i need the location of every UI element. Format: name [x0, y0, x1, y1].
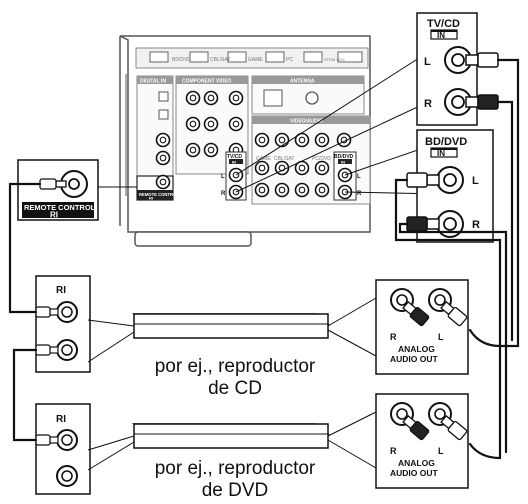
device-dvd-caption-line1: por ej., reproductor — [154, 458, 316, 479]
component-video-section: COMPONENT VIDEO — [175, 75, 249, 175]
ri-cable-1 — [8, 182, 42, 314]
pc-dvd-jack-label: PC/DVD — [312, 156, 331, 162]
hdmi-row: BD/DVD CBL/SAT GAME PC STRM BOX — [135, 47, 369, 69]
svg-text:R: R — [472, 219, 480, 231]
ri-cable-2 — [12, 348, 38, 442]
svg-text:L: L — [438, 446, 444, 456]
receiver-bd-dvd-label: BD/DVD — [334, 154, 354, 160]
device-cd-ri-jack-2 — [56, 339, 78, 361]
device-dvd-ri-label: RI — [56, 414, 66, 425]
device-cd-analog-label: ANALOG — [398, 344, 435, 354]
hdmi-label-1: BD/DVD — [172, 57, 191, 63]
svg-text:IN: IN — [437, 31, 445, 40]
svg-text:R: R — [390, 446, 397, 456]
receiver-ri-jack: REMOTE CONTROL RI — [136, 174, 179, 201]
device-cd-ri-label: RI — [56, 285, 66, 296]
receiver-tv-cd-label: TV/CD — [227, 154, 242, 160]
audio-cable-bd-dvd-right — [398, 222, 508, 454]
device-dvd-zoom-lines — [87, 411, 377, 471]
remote-control-label: REMOTE CONTROL — [24, 203, 96, 212]
tv-cd-callout-title: TV/CD — [427, 18, 460, 30]
svg-text:L: L — [438, 332, 444, 342]
device-cd-audio-out-panel: R L ANALOG AUDIO OUT — [375, 279, 469, 375]
device-cd-caption-line1: por ej., reproductor — [154, 356, 316, 377]
svg-text:L: L — [357, 174, 361, 180]
device-cd-ri-panel: RI — [35, 275, 91, 373]
digital-in-section: DIGITAL IN — [136, 75, 174, 177]
svg-text:L: L — [424, 56, 431, 68]
svg-text:IN: IN — [341, 159, 345, 164]
video-audio-label: VIDEO/AUDIO — [290, 119, 323, 125]
hdmi-label-3: GAME — [248, 57, 263, 63]
svg-text:L: L — [472, 175, 479, 187]
device-cd-body — [131, 313, 331, 339]
device-cd-audio-out-label: AUDIO OUT — [390, 354, 439, 364]
device-dvd-caption-line2: de DVD — [201, 480, 269, 501]
svg-text:R: R — [390, 332, 397, 342]
device-dvd-analog-label: ANALOG — [398, 458, 435, 468]
audio-cable-tv-cd-left — [468, 58, 520, 348]
device-dvd-audio-out-panel: R L ANALOG AUDIO OUT — [375, 393, 469, 489]
svg-text:R: R — [357, 191, 362, 197]
tv-cd-plugs — [465, 52, 499, 110]
audio-cable-tv-cd-right — [496, 100, 514, 342]
svg-text:R: R — [424, 98, 432, 110]
bd-dvd-callout-title: BD/DVD — [425, 136, 467, 148]
svg-text:R: R — [221, 191, 226, 197]
device-cd-zoom-lines — [87, 297, 377, 363]
digital-in-label: DIGITAL IN — [140, 79, 166, 85]
device-dvd-audio-out-label: AUDIO OUT — [390, 468, 439, 478]
receiver-foot — [134, 231, 252, 247]
svg-text:RI: RI — [149, 196, 153, 201]
bd-dvd-callout: BD/DVD IN L R — [416, 129, 494, 243]
device-dvd-ri-jack-1 — [56, 429, 78, 451]
remote-control-ri-symbol: RI — [50, 211, 58, 220]
device-cd-caption-line2: de CD — [208, 378, 262, 399]
hdmi-label-5: STRM BOX — [324, 57, 345, 62]
svg-text:L: L — [221, 174, 225, 180]
bd-dvd-plugs — [406, 172, 440, 232]
antenna-section: ANTENNA — [251, 75, 365, 115]
receiver-remote-control-label: REMOTE CONTROL — [139, 192, 179, 197]
component-video-label: COMPONENT VIDEO — [182, 79, 232, 85]
device-dvd-ri-panel: RI — [35, 403, 91, 495]
receiver-tv-cd-jacks: TV/CD IN L R — [221, 151, 247, 201]
receiver-rear-panel: BD/DVD CBL/SAT GAME PC STRM BOX DIGITAL … — [119, 35, 371, 247]
device-dvd-body — [131, 423, 331, 449]
hdmi-label-2: CBL/SAT — [210, 57, 230, 63]
antenna-label: ANTENNA — [290, 79, 315, 85]
tv-cd-callout: TV/CD IN L R — [416, 12, 478, 126]
remote-control-callout: REMOTE CONTROL RI — [17, 159, 99, 221]
svg-text:IN: IN — [232, 159, 236, 164]
device-dvd-caption: por ej., reproductor de DVD — [120, 458, 350, 502]
device-dvd-ri-jack-2 — [56, 465, 78, 487]
audio-cable-bd-dvd-left — [394, 178, 502, 460]
cables — [8, 58, 520, 460]
game-jack-label: GAME — [256, 156, 271, 162]
device-cd-caption: por ej., reproductor de CD — [120, 356, 350, 400]
hdmi-label-4: PC — [286, 57, 293, 63]
svg-text:IN: IN — [437, 149, 445, 158]
receiver-bd-dvd-jacks: BD/DVD IN L R — [333, 151, 362, 201]
device-cd-ri-jack-1 — [56, 301, 78, 323]
cbl-sat-jack-label: CBL/SAT — [274, 156, 294, 162]
